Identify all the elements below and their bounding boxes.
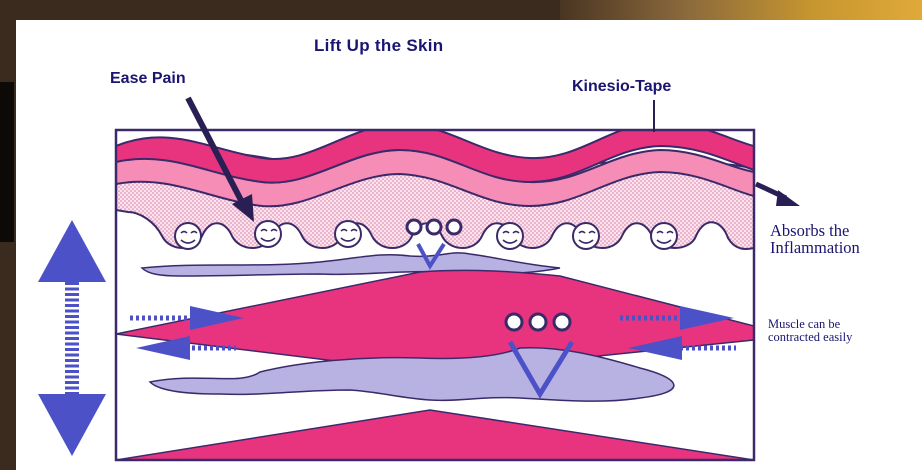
- ease-pain-label: Ease Pain: [110, 70, 186, 88]
- absorbs-line2: Inflammation: [770, 239, 920, 256]
- inflammation-cells-upper: [407, 220, 461, 234]
- absorbs-inflammation-label: Absorbs the Inflammation: [770, 222, 920, 257]
- absorbs-line1: Absorbs the: [770, 222, 920, 239]
- diagram-title: Lift Up the Skin: [314, 36, 443, 56]
- kinesio-tape-label: Kinesio-Tape: [572, 78, 671, 96]
- muscle-line2: contracted easily: [768, 331, 918, 344]
- inflammation-cells-lower: [506, 314, 570, 330]
- muscle-contracted-label: Muscle can be contracted easily: [768, 318, 918, 344]
